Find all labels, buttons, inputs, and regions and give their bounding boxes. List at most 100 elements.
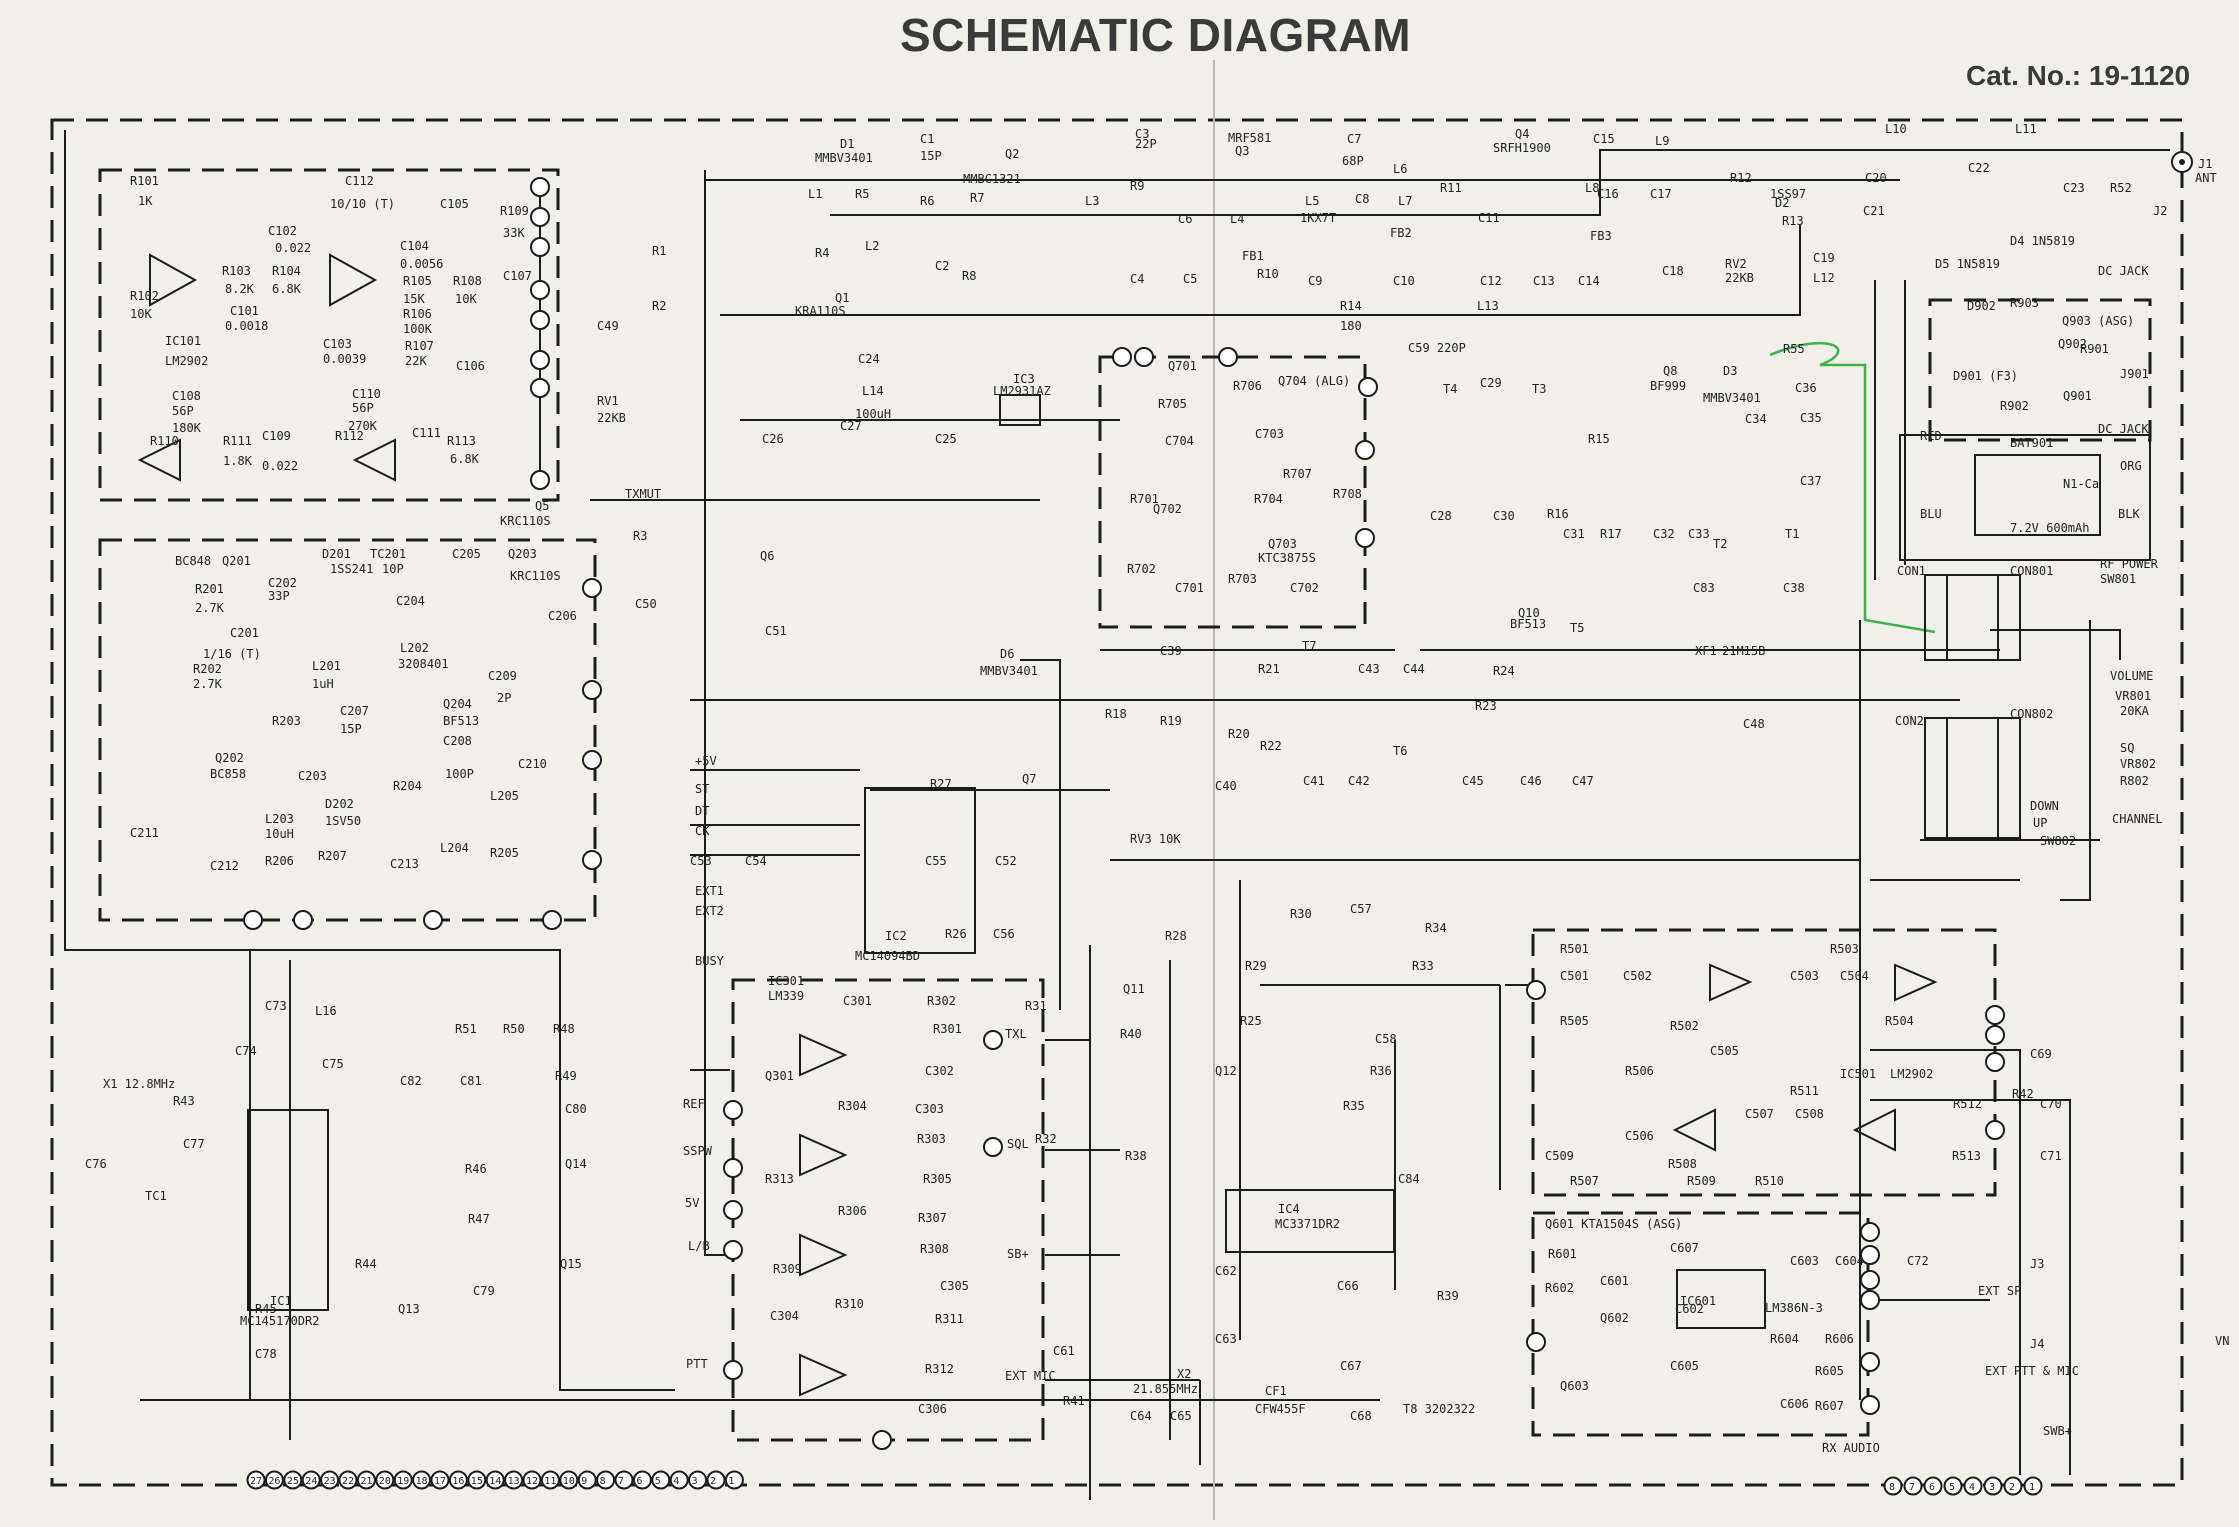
label-c27: C27 bbox=[840, 419, 862, 433]
edge-pin-left bbox=[596, 1470, 616, 1490]
edge-pin-left-number: 24 bbox=[305, 1476, 317, 1487]
edge-pin-left-number: 10 bbox=[563, 1476, 575, 1487]
label-r108v: 10K bbox=[455, 292, 477, 306]
label-c80: C80 bbox=[565, 1102, 587, 1116]
label-r101: R101 bbox=[130, 174, 159, 188]
edge-pin-left bbox=[706, 1470, 726, 1490]
label-rv3: RV3 10K bbox=[1130, 832, 1181, 846]
label-r18: R18 bbox=[1105, 707, 1127, 721]
connector-headers bbox=[1924, 574, 2021, 839]
label-r45: R45 bbox=[255, 1302, 277, 1316]
label-c210: C210 bbox=[518, 757, 547, 771]
label-c202: C202 bbox=[268, 576, 297, 590]
label-c67: C67 bbox=[1340, 1359, 1362, 1373]
label-q701: Q701 bbox=[1168, 359, 1197, 373]
label-r105v: 15K bbox=[403, 292, 425, 306]
label-c75: C75 bbox=[322, 1057, 344, 1071]
label-c208: C208 bbox=[443, 734, 472, 748]
edge-pin-left-number: 25 bbox=[287, 1476, 299, 1487]
label-r505: R505 bbox=[1560, 1014, 1589, 1028]
label-c301: C301 bbox=[843, 994, 872, 1008]
label-c505: C505 bbox=[1710, 1044, 1739, 1058]
green-annotation-trace bbox=[1769, 341, 1936, 634]
label-r308: R308 bbox=[920, 1242, 949, 1256]
label-r38: R38 bbox=[1125, 1149, 1147, 1163]
label-c79: C79 bbox=[473, 1284, 495, 1298]
label-r27: R27 bbox=[930, 777, 952, 791]
label-c207v: 15P bbox=[340, 722, 362, 736]
label-l11: L11 bbox=[2015, 122, 2037, 136]
label-c65: C65 bbox=[1170, 1409, 1192, 1423]
edge-pin-left bbox=[651, 1470, 671, 1490]
label-r12: R12 bbox=[1730, 171, 1752, 185]
label-c509: C509 bbox=[1545, 1149, 1574, 1163]
label-c213: C213 bbox=[390, 857, 419, 871]
label-r110: R110 bbox=[150, 434, 179, 448]
label-l12: L12 bbox=[1813, 271, 1835, 285]
label-pinck: CK bbox=[695, 824, 710, 838]
label-l204: L204 bbox=[440, 841, 469, 855]
label-q603: Q603 bbox=[1560, 1379, 1589, 1393]
edge-pin-left-number: 4 bbox=[673, 1476, 679, 1487]
edge-pin-left bbox=[559, 1470, 579, 1490]
label-mrf581: MRF581 bbox=[1228, 131, 1271, 145]
label-ic3: IC3 bbox=[1013, 372, 1035, 386]
label-c3v: 22P bbox=[1135, 137, 1157, 151]
label-r48: R48 bbox=[553, 1022, 575, 1036]
label-r30: R30 bbox=[1290, 907, 1312, 921]
edge-pin-right-number: 7 bbox=[1909, 1482, 1915, 1493]
label-ic1v: MC145170DR2 bbox=[240, 1314, 319, 1328]
label-c69: C69 bbox=[2030, 1047, 2052, 1061]
module-audio-box bbox=[1531, 1211, 1870, 1437]
edge-pin-left-number: 7 bbox=[618, 1476, 624, 1487]
label-c25: C25 bbox=[935, 432, 957, 446]
label-c68: C68 bbox=[1350, 1409, 1372, 1423]
edge-pin-left bbox=[283, 1470, 303, 1490]
label-c508: C508 bbox=[1795, 1107, 1824, 1121]
edge-pin-left bbox=[577, 1470, 597, 1490]
label-r107: R107 bbox=[405, 339, 434, 353]
wire-network bbox=[64, 130, 2170, 1500]
label-r14v: 180 bbox=[1340, 319, 1362, 333]
label-l9: L9 bbox=[1655, 134, 1669, 148]
label-r22: R22 bbox=[1260, 739, 1282, 753]
label-d1: D1 bbox=[840, 137, 854, 151]
label-c19: C19 bbox=[1813, 251, 1835, 265]
edge-pin-left-number: 11 bbox=[544, 1476, 556, 1487]
edge-pin-left bbox=[264, 1470, 284, 1490]
label-r24: R24 bbox=[1493, 664, 1515, 678]
label-r40: R40 bbox=[1120, 1027, 1142, 1041]
label-r601: R601 bbox=[1548, 1247, 1577, 1261]
label-c502: C502 bbox=[1623, 969, 1652, 983]
label-c24: C24 bbox=[858, 352, 880, 366]
label-c82: C82 bbox=[400, 1074, 422, 1088]
label-r5: R5 bbox=[855, 187, 869, 201]
label-c28: C28 bbox=[1430, 509, 1452, 523]
label-r204: R204 bbox=[393, 779, 422, 793]
label-up: UP bbox=[2033, 816, 2047, 830]
label-x2v: 21.855MHz bbox=[1133, 1382, 1198, 1396]
label-c7: C7 bbox=[1347, 132, 1361, 146]
label-l8: L8 bbox=[1585, 181, 1599, 195]
label-c605: C605 bbox=[1670, 1359, 1699, 1373]
label-c506: C506 bbox=[1625, 1129, 1654, 1143]
label-c101v: 0.0018 bbox=[225, 319, 268, 333]
label-rv1v: 22KB bbox=[597, 411, 626, 425]
label-r39: R39 bbox=[1437, 1289, 1459, 1303]
label-c205: C205 bbox=[452, 547, 481, 561]
label-r606: R606 bbox=[1825, 1332, 1854, 1346]
label-r3: R3 bbox=[633, 529, 647, 543]
label-l3: L3 bbox=[1085, 194, 1099, 208]
label-ic4: IC4 bbox=[1278, 1202, 1300, 1216]
label-c81: C81 bbox=[460, 1074, 482, 1088]
label-r311: R311 bbox=[935, 1312, 964, 1326]
label-orgb: ORG bbox=[2120, 459, 2142, 473]
label-q702: Q702 bbox=[1153, 502, 1182, 516]
label-c702: C702 bbox=[1290, 581, 1319, 595]
label-r52: R52 bbox=[2110, 181, 2132, 195]
label-lm2902a: LM2902 bbox=[165, 354, 208, 368]
edge-pin-left bbox=[485, 1470, 505, 1490]
label-q202: Q202 bbox=[215, 751, 244, 765]
label-c54: C54 bbox=[745, 854, 767, 868]
label-c34: C34 bbox=[1745, 412, 1767, 426]
